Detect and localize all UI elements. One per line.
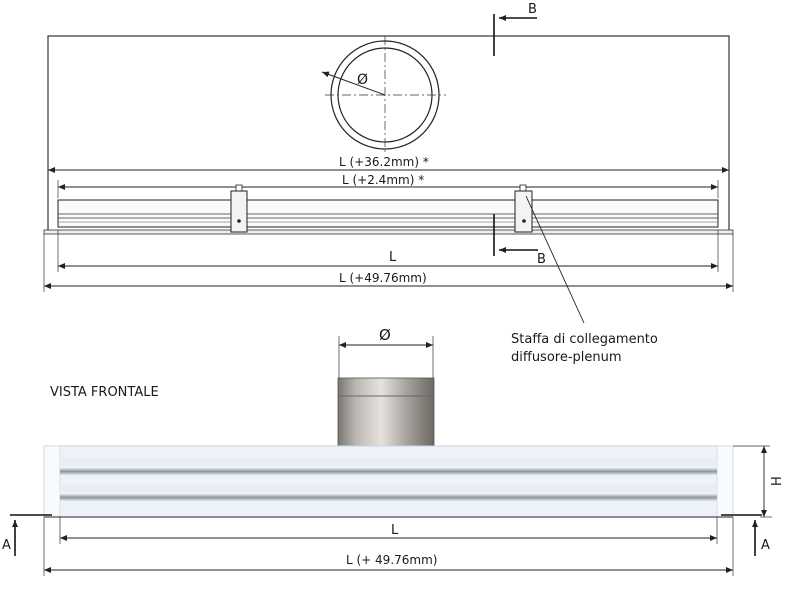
dim-l-plus-49-front: L (+ 49.76mm) bbox=[43, 517, 734, 576]
section-a-marker-right: A bbox=[721, 514, 770, 556]
dim-l-top-label: L bbox=[389, 250, 397, 265]
dim-l-plus-49-top: L (+49.76mm) bbox=[43, 234, 734, 292]
diameter-label-top: Ø bbox=[357, 72, 368, 88]
section-a-label-right: A bbox=[761, 538, 770, 553]
dim-l-top: L bbox=[57, 230, 719, 272]
section-b-marker-top: B bbox=[493, 2, 537, 56]
view-title: VISTA FRONTALE bbox=[50, 385, 159, 400]
duct-collar-front bbox=[337, 377, 435, 447]
dim-l-plus-36-label: L (+36.2mm) * bbox=[339, 155, 429, 169]
callout-leader bbox=[525, 195, 585, 324]
dim-h-label: H bbox=[770, 476, 785, 486]
bracket-left bbox=[230, 184, 248, 233]
bracket-right bbox=[514, 184, 533, 233]
callout-text-line2: diffusore-plenum bbox=[511, 350, 622, 365]
front-view: VISTA FRONTALE Ø bbox=[2, 326, 785, 576]
section-b-label-bottom: B bbox=[537, 252, 546, 267]
section-b-label-top: B bbox=[528, 2, 537, 17]
dim-diameter-front: Ø bbox=[338, 326, 434, 378]
section-a-marker-left: A bbox=[2, 514, 52, 556]
section-b-marker-bottom: B bbox=[493, 214, 546, 267]
dim-l-plus-49-top-label: L (+49.76mm) bbox=[339, 271, 427, 285]
dim-l-plus-36: L (+36.2mm) * bbox=[48, 155, 729, 173]
top-view: B Ø L (+36.2mm) * L (+2.4mm) * bbox=[43, 2, 734, 365]
dim-l-plus-2-4: L (+2.4mm) * bbox=[57, 173, 719, 198]
diameter-label-front: Ø bbox=[379, 326, 391, 344]
section-a-label-left: A bbox=[2, 538, 11, 553]
diffuser-strip-top bbox=[43, 199, 734, 235]
dim-l-plus-2-4-label: L (+2.4mm) * bbox=[342, 173, 424, 187]
diffuser-front bbox=[43, 445, 734, 518]
dim-l-front-label: L bbox=[391, 523, 399, 538]
duct-collar-top: Ø bbox=[321, 36, 446, 155]
callout-text-line1: Staffa di collegamento bbox=[511, 332, 658, 347]
dim-l-plus-49-front-label: L (+ 49.76mm) bbox=[346, 553, 437, 567]
dim-h: H bbox=[733, 445, 785, 518]
dim-l-front: L bbox=[59, 517, 718, 544]
